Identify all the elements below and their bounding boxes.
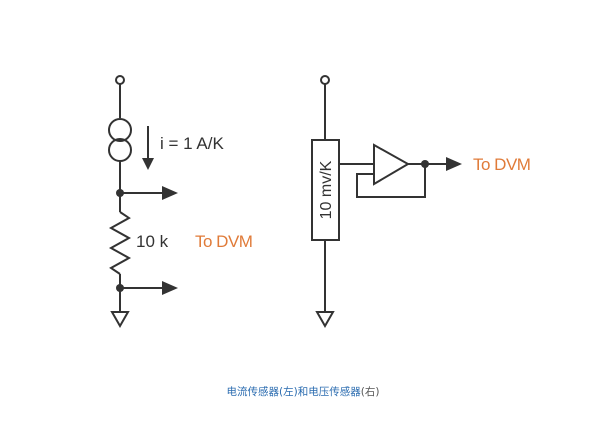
upper-output-arrow	[120, 186, 178, 200]
caption-main: 电流传感器(左)和电压传感器	[226, 386, 361, 398]
ground-symbol-right	[315, 311, 335, 329]
resistor-label: 10 k	[136, 232, 169, 251]
feedback-loop	[356, 164, 426, 198]
current-sensor-circuit	[108, 75, 178, 329]
top-terminal	[115, 75, 125, 85]
sensor-label: 10 mv/K	[318, 160, 335, 219]
figure-caption: 电流传感器(左)和电压传感器(右)	[0, 385, 606, 399]
caption-tail: (右)	[360, 386, 380, 398]
right-output-label: To DVM	[473, 155, 530, 174]
sensor-box	[311, 139, 340, 241]
ground-symbol-left	[110, 311, 130, 329]
voltage-sensor-circuit	[311, 75, 462, 329]
current-label: i = 1 A/K	[160, 134, 224, 153]
lower-output-arrow	[120, 281, 178, 295]
resistor-symbol	[108, 211, 132, 275]
right-output-arrow	[425, 157, 462, 171]
left-output-label: To DVM	[195, 232, 252, 251]
current-direction-arrow	[142, 126, 154, 170]
buffer-amplifier	[373, 143, 411, 186]
current-source-symbol	[108, 118, 132, 162]
top-terminal-right	[320, 75, 330, 85]
